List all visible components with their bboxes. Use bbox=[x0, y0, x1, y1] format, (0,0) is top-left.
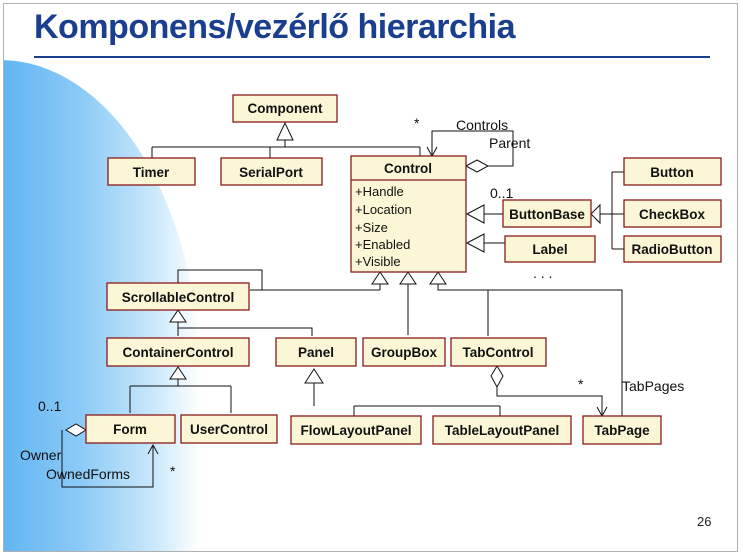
class-timer: Timer bbox=[107, 157, 196, 186]
attribute-size: +Size bbox=[355, 220, 388, 235]
class-checkbox: CheckBox bbox=[623, 199, 722, 228]
svg-text:Timer: Timer bbox=[133, 165, 170, 180]
attribute-handle: +Handle bbox=[355, 184, 404, 199]
class-flowlayoutpanel: FlowLayoutPanel bbox=[290, 415, 422, 445]
title-underline bbox=[34, 56, 710, 58]
label-owner: Owner bbox=[20, 447, 62, 463]
svg-text:ContainerControl: ContainerControl bbox=[123, 345, 234, 360]
slide bbox=[3, 3, 738, 552]
label-controls: Controls bbox=[456, 117, 508, 133]
composition-diamonds bbox=[65, 159, 504, 437]
class-button: Button bbox=[623, 157, 722, 186]
control-attributes: +Handle +Location +Size +Enabled +Visibl… bbox=[355, 184, 412, 269]
label-tabpages: TabPages bbox=[622, 378, 684, 394]
class-buttonbase: ButtonBase bbox=[502, 199, 592, 228]
association-labels: Controls Parent * 0..1 . . . TabPages * … bbox=[20, 115, 684, 482]
class-panel: Panel bbox=[275, 337, 357, 367]
svg-text:TabPage: TabPage bbox=[594, 423, 650, 438]
page-number: 26 bbox=[697, 514, 712, 529]
class-control: Control bbox=[350, 155, 467, 273]
svg-text:TabControl: TabControl bbox=[463, 345, 534, 360]
attribute-visible: +Visible bbox=[355, 254, 401, 269]
svg-text:SerialPort: SerialPort bbox=[239, 165, 303, 180]
svg-text:UserControl: UserControl bbox=[190, 422, 268, 437]
class-scrollablecontrol: ScrollableControl bbox=[106, 282, 250, 311]
attribute-enabled: +Enabled bbox=[355, 237, 410, 252]
svg-text:Component: Component bbox=[248, 101, 323, 116]
svg-text:Form: Form bbox=[113, 422, 147, 437]
class-tabpage: TabPage bbox=[582, 415, 662, 445]
label-buttonbase-multiplicity: 0..1 bbox=[490, 185, 514, 201]
class-containercontrol: ContainerControl bbox=[106, 337, 250, 367]
svg-text:Button: Button bbox=[650, 165, 693, 180]
class-usercontrol: UserControl bbox=[180, 414, 278, 444]
label-ownedforms: OwnedForms bbox=[46, 466, 130, 482]
svg-text:GroupBox: GroupBox bbox=[371, 345, 437, 360]
slide-title: Komponens/vezérlő hierarchia bbox=[34, 8, 516, 46]
class-component: Component bbox=[232, 94, 338, 123]
class-groupbox: GroupBox bbox=[362, 337, 446, 367]
label-form-multiplicity: 0..1 bbox=[38, 398, 62, 414]
svg-text:RadioButton: RadioButton bbox=[632, 242, 713, 257]
inheritance-arrows bbox=[169, 121, 601, 384]
svg-text:CheckBox: CheckBox bbox=[639, 207, 706, 222]
svg-text:ButtonBase: ButtonBase bbox=[509, 207, 585, 222]
class-label: Label bbox=[504, 235, 596, 263]
class-serialport: SerialPort bbox=[220, 157, 323, 186]
class-tabcontrol: TabControl bbox=[450, 337, 547, 367]
svg-text:Panel: Panel bbox=[298, 345, 334, 360]
svg-text:Label: Label bbox=[532, 242, 567, 257]
class-tablelayoutpanel: TableLayoutPanel bbox=[432, 415, 572, 445]
label-tabpages-multiplicity: * bbox=[578, 376, 584, 392]
label-controls-multiplicity: * bbox=[414, 115, 420, 131]
attribute-location: +Location bbox=[355, 202, 412, 217]
svg-text:ScrollableControl: ScrollableControl bbox=[122, 290, 235, 305]
label-more-subclasses: . . . bbox=[533, 265, 552, 281]
class-radiobutton: RadioButton bbox=[623, 235, 722, 263]
class-form: Form bbox=[85, 414, 176, 444]
svg-text:Control: Control bbox=[384, 161, 432, 176]
connectors bbox=[61, 130, 624, 488]
label-parent: Parent bbox=[489, 135, 530, 151]
svg-text:FlowLayoutPanel: FlowLayoutPanel bbox=[300, 423, 411, 438]
label-ownedforms-multiplicity: * bbox=[170, 463, 176, 479]
svg-text:TableLayoutPanel: TableLayoutPanel bbox=[445, 423, 560, 438]
